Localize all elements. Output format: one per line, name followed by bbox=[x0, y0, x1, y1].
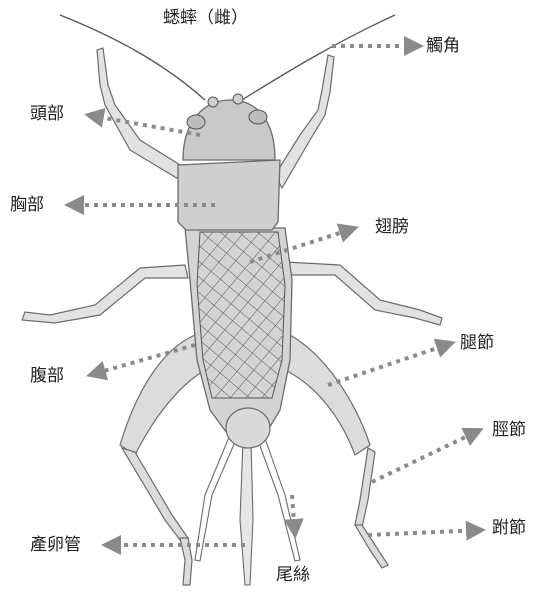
head-body bbox=[183, 100, 275, 160]
hind-femur-left bbox=[120, 335, 205, 455]
diagram-title: 蟋蟀（雌） bbox=[163, 8, 248, 28]
label-cercus: 尾絲 bbox=[276, 565, 310, 585]
label-wing: 翅膀 bbox=[375, 217, 409, 237]
arrow-head bbox=[88, 115, 200, 135]
antenna-right bbox=[242, 15, 395, 100]
label-abdomen: 腹部 bbox=[30, 366, 64, 386]
front-leg-left bbox=[97, 48, 185, 180]
ovipositor-shape bbox=[240, 440, 253, 585]
label-ovipositor: 產卵管 bbox=[30, 535, 81, 555]
arrow-tibia bbox=[372, 430, 480, 482]
hind-tarsus-right bbox=[355, 525, 388, 568]
arrow-femur bbox=[328, 343, 452, 385]
label-thorax: 胸部 bbox=[10, 195, 44, 215]
middle-leg-left bbox=[22, 265, 188, 323]
antenna-base-right bbox=[233, 94, 243, 104]
cercus-left bbox=[195, 430, 238, 561]
label-femur: 腿節 bbox=[460, 333, 494, 353]
rear-appendages bbox=[195, 430, 300, 585]
hind-tibia-left bbox=[122, 448, 188, 540]
label-head: 頭部 bbox=[30, 104, 64, 124]
middle-leg-right bbox=[285, 262, 442, 325]
thorax-body bbox=[178, 160, 280, 230]
wing-mesh bbox=[197, 232, 285, 398]
antenna-base-left bbox=[208, 97, 218, 107]
label-tibia: 脛節 bbox=[492, 420, 526, 440]
label-antenna: 觸角 bbox=[426, 36, 460, 56]
abdomen-tip bbox=[226, 408, 270, 448]
eye-right bbox=[249, 110, 267, 124]
arrow-tarsus bbox=[368, 530, 482, 535]
hind-femur-right bbox=[285, 335, 370, 455]
eye-left bbox=[187, 115, 205, 129]
hind-tibia-right bbox=[355, 448, 375, 527]
label-tarsus: 跗節 bbox=[492, 518, 526, 538]
